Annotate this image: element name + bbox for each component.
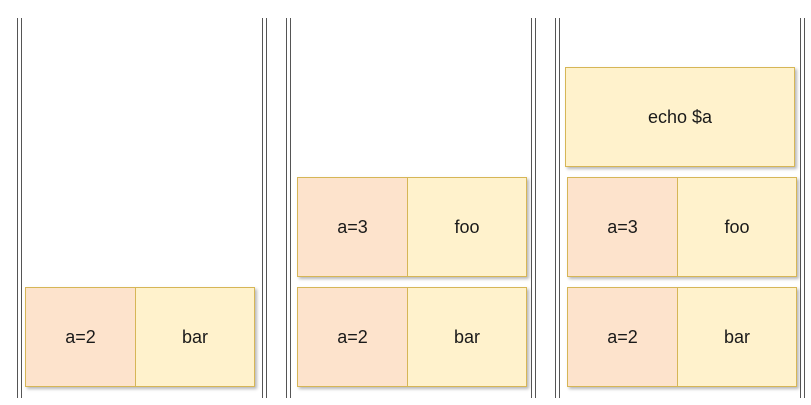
- divider-6: [800, 18, 805, 398]
- divider-5: [555, 18, 560, 398]
- stack-frame-echo: echo $a: [565, 67, 795, 167]
- command-label: foo: [407, 177, 527, 277]
- variable-assignment: a=3: [297, 177, 407, 277]
- command-label: bar: [407, 287, 527, 387]
- command-label: echo $a: [565, 67, 795, 167]
- stack-panel-2: a=3 foo a=2 bar: [297, 18, 529, 398]
- divider-2: [262, 18, 267, 398]
- variable-assignment: a=2: [567, 287, 677, 387]
- command-label: foo: [677, 177, 797, 277]
- stack-frame-a3-foo: a=3 foo: [297, 177, 527, 277]
- stack-panel-3: echo $a a=3 foo a=2 bar: [565, 18, 797, 398]
- variable-assignment: a=2: [25, 287, 135, 387]
- stack-frame-a2-bar: a=2 bar: [25, 287, 255, 387]
- command-label: bar: [135, 287, 255, 387]
- stack-frame-a2-bar: a=2 bar: [297, 287, 527, 387]
- variable-assignment: a=3: [567, 177, 677, 277]
- divider-1: [17, 18, 22, 398]
- divider-4: [531, 18, 536, 398]
- command-label: bar: [677, 287, 797, 387]
- divider-3: [286, 18, 291, 398]
- stack-panel-1: a=2 bar: [25, 18, 257, 398]
- stack-frame-a3-foo: a=3 foo: [567, 177, 797, 277]
- stack-frame-a2-bar: a=2 bar: [567, 287, 797, 387]
- variable-assignment: a=2: [297, 287, 407, 387]
